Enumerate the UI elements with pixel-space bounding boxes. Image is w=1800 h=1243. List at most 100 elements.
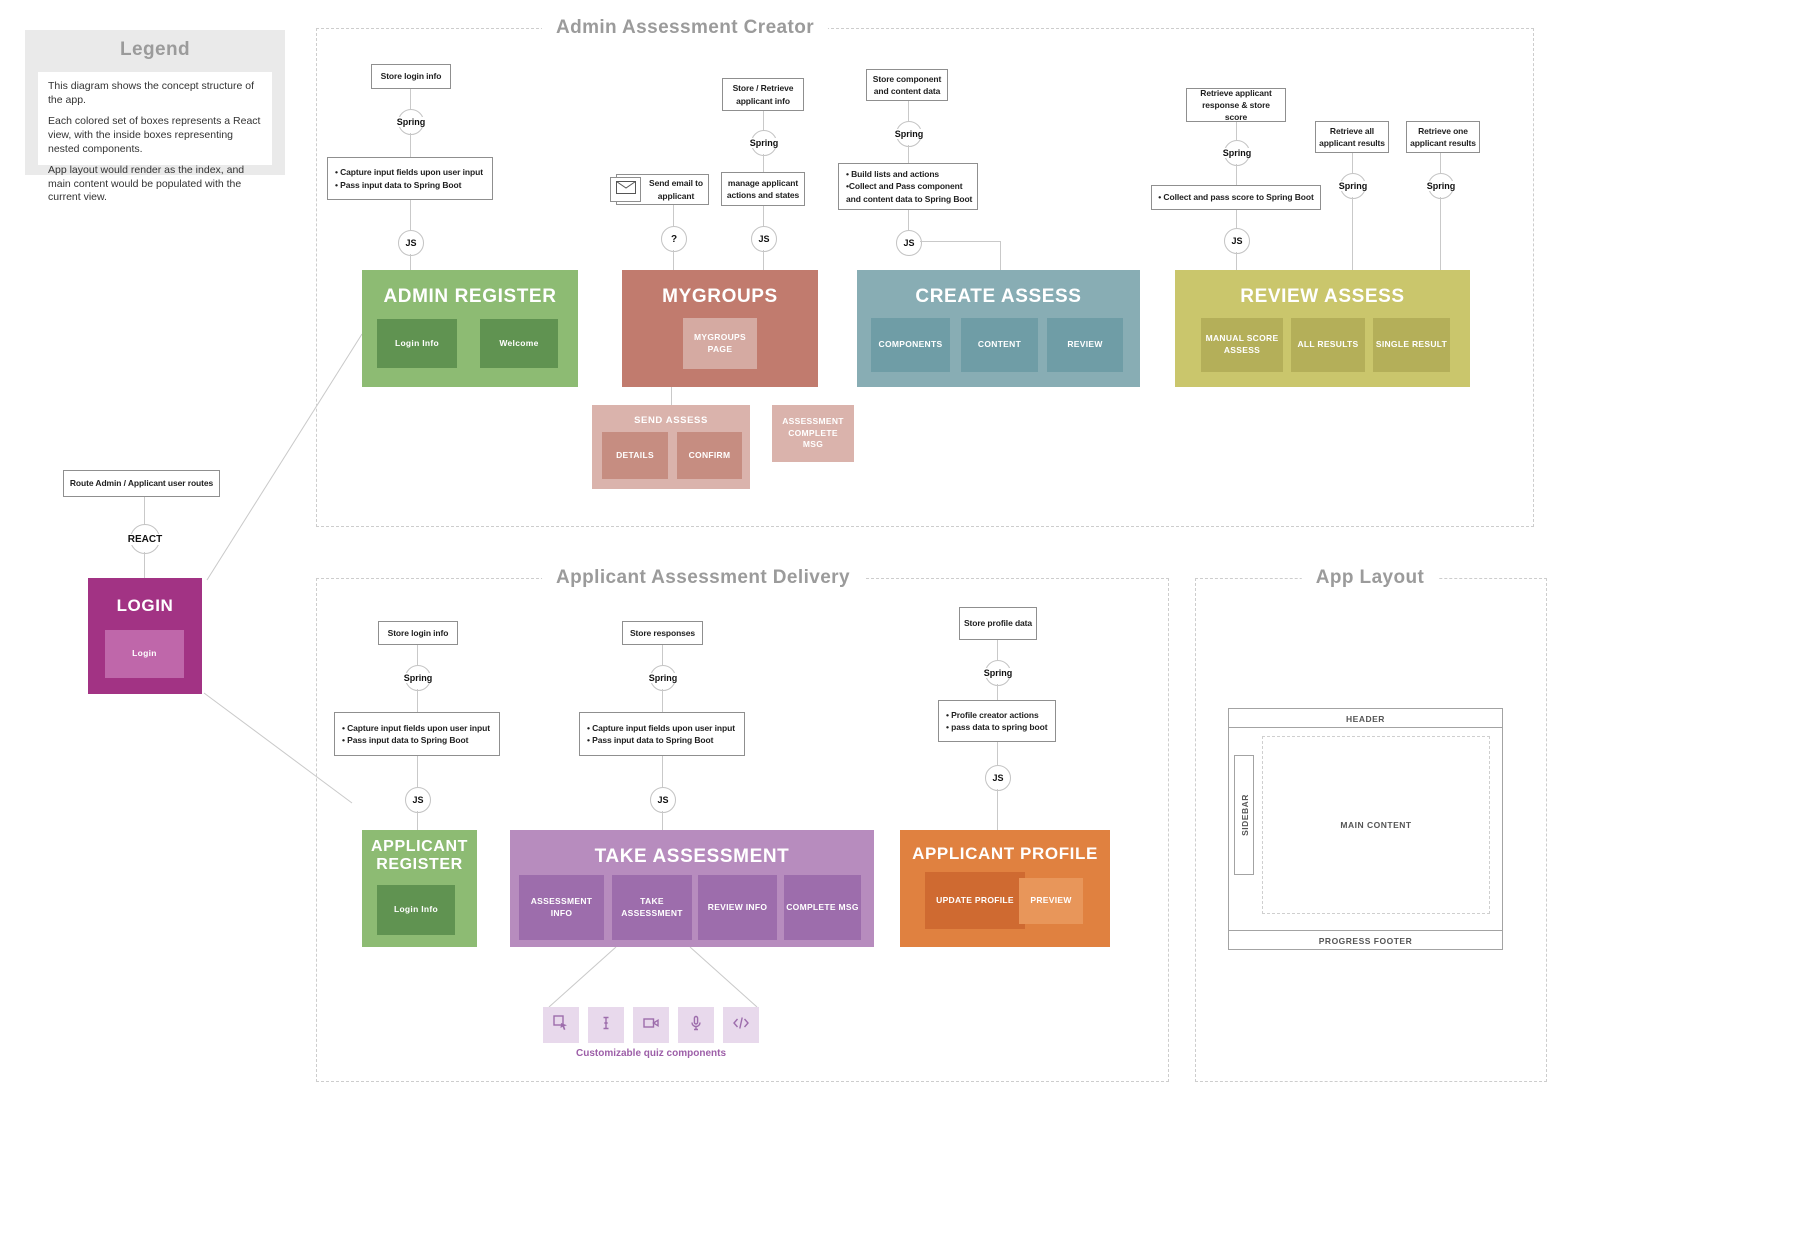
spring-node: Spring (981, 660, 1015, 686)
js-node-label: JS (756, 234, 772, 244)
component-all-results: ALL RESULTS (1291, 318, 1365, 372)
store-retrieve-applicant-label: Store / Retrieve applicant info (732, 83, 794, 106)
component-review-info: REVIEW INFO (698, 875, 777, 940)
component-confirm: CONFIRM (677, 432, 742, 479)
view-take-assessment-title: TAKE ASSESSMENT (594, 846, 790, 867)
connector (1236, 210, 1237, 228)
note-line: • Pass input data to Spring Boot (335, 179, 462, 190)
connector (763, 206, 764, 226)
spring-node-label: Spring (394, 117, 428, 127)
manage-applicant-box: manage applicant actions and states (721, 172, 805, 206)
js-node: JS (1224, 228, 1250, 254)
app-layout-section-title: App Layout (1301, 567, 1439, 589)
component-content: CONTENT (961, 318, 1038, 372)
connector (997, 742, 998, 765)
wireframe-main: MAIN CONTENT (1262, 736, 1490, 914)
react-node-label: REACT (125, 533, 165, 545)
register-notes-box: • Capture input fields upon user input •… (334, 712, 500, 756)
view-send-assess: SEND ASSESS DETAILS CONFIRM (592, 405, 750, 489)
connector (662, 689, 663, 712)
js-node: JS (751, 226, 777, 252)
manage-applicant-label: manage applicant actions and states (726, 177, 800, 200)
store-profile-label: Store profile data (963, 618, 1033, 629)
view-login: LOGIN Login (88, 578, 202, 694)
connector (1236, 122, 1237, 140)
spring-node: Spring (747, 130, 781, 156)
component-take-assessment: TAKE ASSESSMENT (612, 875, 692, 940)
quiz-tile (678, 1007, 714, 1043)
view-admin-register: ADMIN REGISTER Login Info Welcome (362, 270, 578, 387)
wireframe-sidebar: SIDEBAR (1234, 755, 1254, 875)
retrieve-response-label: Retrieve applicant response & store scor… (1200, 87, 1272, 123)
js-node: JS (405, 787, 431, 813)
route-users-label: Route Admin / Applicant user routes (69, 478, 214, 489)
connector (417, 756, 418, 787)
spring-node: Spring (401, 665, 435, 691)
connector (662, 645, 663, 665)
spring-node-label: Spring (646, 673, 680, 683)
connector (144, 552, 145, 578)
spring-node-label: Spring (892, 129, 926, 139)
view-applicant-profile: APPLICANT PROFILE UPDATE PROFILE PREVIEW (900, 830, 1110, 947)
view-mygroups: MYGROUPS MYGROUPS PAGE (622, 270, 818, 387)
store-login-info-box: Store login info (378, 621, 458, 645)
js-node: JS (896, 230, 922, 256)
note-line: • Pass input data to Spring Boot (342, 735, 469, 745)
connector (1440, 153, 1441, 173)
store-login-info-box: Store login info (371, 64, 451, 89)
connector (997, 640, 998, 660)
store-profile-box: Store profile data (959, 607, 1037, 640)
connector (920, 241, 1000, 242)
note-line: • Profile creator actions (946, 709, 1039, 720)
view-take-assessment: TAKE ASSESSMENT ASSESSMENT INFO TAKE ASS… (510, 830, 874, 947)
connector (417, 645, 418, 665)
connector (908, 145, 909, 163)
connector (1352, 153, 1353, 173)
retrieve-response-box: Retrieve applicant response & store scor… (1186, 88, 1286, 122)
store-login-info-label: Store login info (387, 627, 449, 638)
microphone-icon (686, 1013, 706, 1038)
connector (1440, 197, 1441, 318)
view-applicant-register: APPLICANT REGISTER Login Info (362, 830, 477, 947)
code-icon (731, 1013, 751, 1038)
admin-section-frame (316, 28, 1534, 527)
email-icon-box (610, 177, 641, 202)
wireframe-header: HEADER (1228, 708, 1503, 728)
register-notes-box: • Capture input fields upon user input •… (327, 157, 493, 200)
component-mygroups-page: MYGROUPS PAGE (683, 318, 757, 369)
connector (997, 684, 998, 700)
legend-panel: Legend This diagram shows the concept st… (25, 30, 285, 203)
legend-title: Legend (120, 39, 190, 60)
text-cursor-icon (596, 1013, 616, 1038)
wireframe-footer: PROGRESS FOOTER (1228, 930, 1503, 950)
component-update-profile: UPDATE PROFILE (925, 872, 1025, 929)
js-node-label: JS (410, 795, 426, 805)
js-node-label: JS (403, 238, 419, 248)
connector (410, 200, 411, 230)
spring-node: Spring (1220, 140, 1254, 166)
connector (410, 133, 411, 157)
connector (671, 387, 672, 405)
component-assessment-info: ASSESSMENT INFO (519, 875, 604, 940)
view-create-assess-title: CREATE ASSESS (915, 286, 1082, 307)
store-component-label: Store component and content data (872, 73, 942, 96)
spring-node-label: Spring (1424, 181, 1458, 191)
note-line: • Capture input fields upon user input (335, 167, 483, 178)
quiz-tile (723, 1007, 759, 1043)
question-node-label: ? (668, 233, 680, 245)
note-line: • pass data to spring boot (946, 722, 1048, 732)
js-node-label: JS (655, 795, 671, 805)
react-node: REACT (125, 524, 165, 554)
profile-notes-box: • Profile creator actions • pass data to… (938, 700, 1056, 742)
note-line: • Pass input data to Spring Boot (587, 735, 714, 745)
view-login-title: LOGIN (116, 596, 174, 615)
store-responses-label: Store responses (629, 627, 696, 638)
admin-section-title: Admin Assessment Creator (541, 17, 829, 39)
assessment-complete-msg-box: ASSESSMENT COMPLETE MSG (772, 405, 854, 462)
review-notes-box: • Collect and pass score to Spring Boot (1151, 185, 1321, 210)
store-responses-box: Store responses (622, 621, 703, 645)
legend-body: This diagram shows the concept structure… (38, 72, 272, 203)
select-tool-icon (551, 1013, 571, 1038)
store-component-box: Store component and content data (866, 69, 948, 101)
